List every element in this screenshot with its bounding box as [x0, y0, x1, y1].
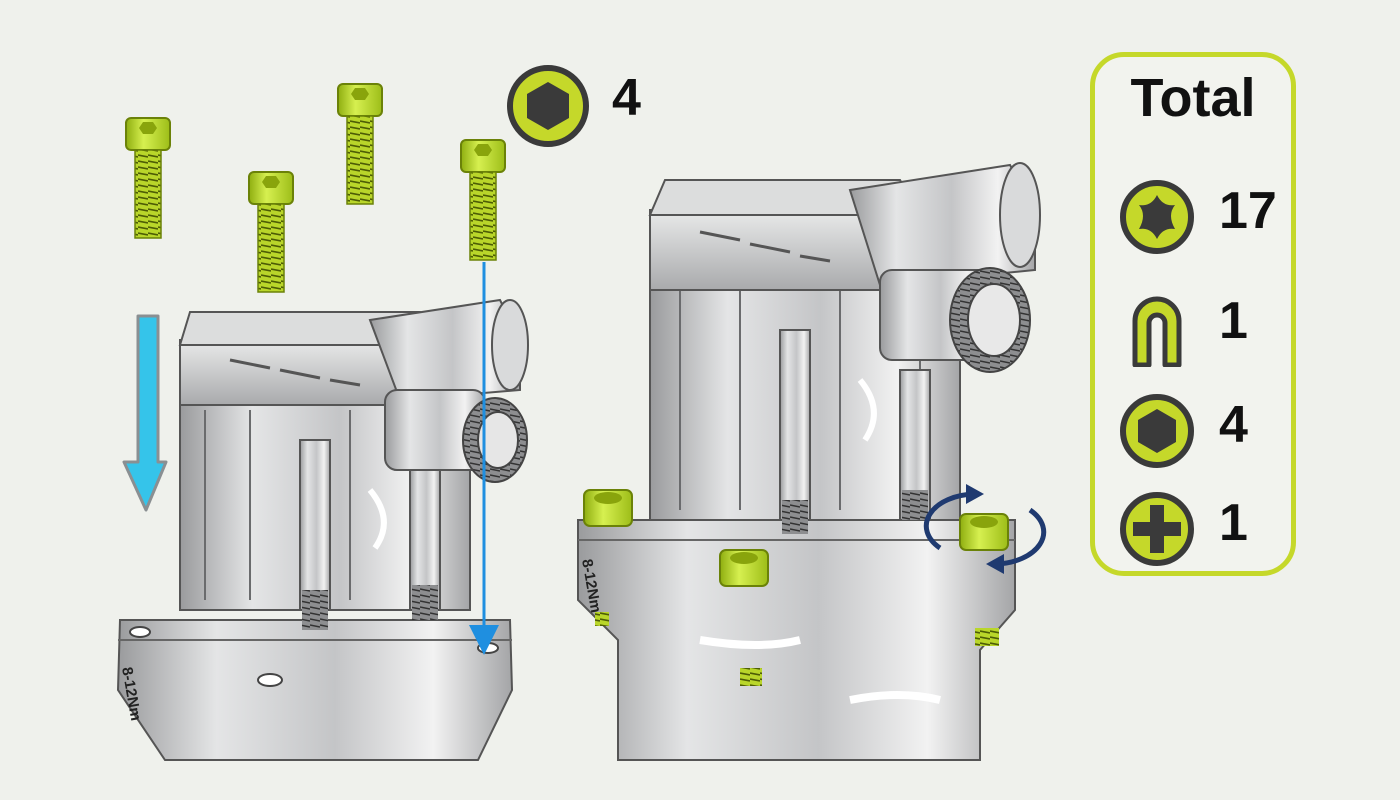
total-row-clip: 1 — [1095, 279, 1291, 369]
u-clip-count: 1 — [1219, 292, 1248, 350]
screw-head-icon — [959, 513, 1009, 551]
phillips-bit-icon — [1120, 492, 1194, 566]
hex-bit-icon — [1120, 394, 1194, 468]
phillips-bit-count: 1 — [1219, 494, 1248, 552]
pump-right: 8-12Nm — [577, 162, 1041, 761]
hex-bit-badge — [507, 65, 589, 147]
down-arrow-icon — [122, 314, 168, 512]
screw-icon — [460, 139, 506, 261]
screw-head-icon — [719, 549, 769, 587]
total-panel: Total 17 1 4 1 — [1090, 52, 1296, 576]
total-title: Total — [1130, 68, 1256, 128]
screw-icon — [125, 117, 171, 239]
total-row-torx: 17 — [1095, 169, 1291, 259]
hex-bit-count: 4 — [612, 69, 641, 127]
screw-icon — [337, 83, 383, 205]
u-clip-icon — [1132, 296, 1182, 367]
hex-bit-icon — [527, 82, 569, 130]
screw-group-falling — [125, 83, 506, 293]
total-row-phillips: 1 — [1095, 481, 1291, 571]
screw-head-icon — [583, 489, 633, 527]
installed-screw-heads — [583, 489, 1009, 587]
pump-left: 8-12Nm — [116, 298, 529, 761]
hex-bit-total-count: 4 — [1219, 396, 1248, 454]
rotate-icon — [923, 484, 1047, 574]
torx-bit-count: 17 — [1219, 182, 1277, 240]
screw-icon — [248, 171, 294, 293]
torx-bit-icon — [1120, 180, 1194, 254]
total-row-hex: 4 — [1095, 383, 1291, 473]
